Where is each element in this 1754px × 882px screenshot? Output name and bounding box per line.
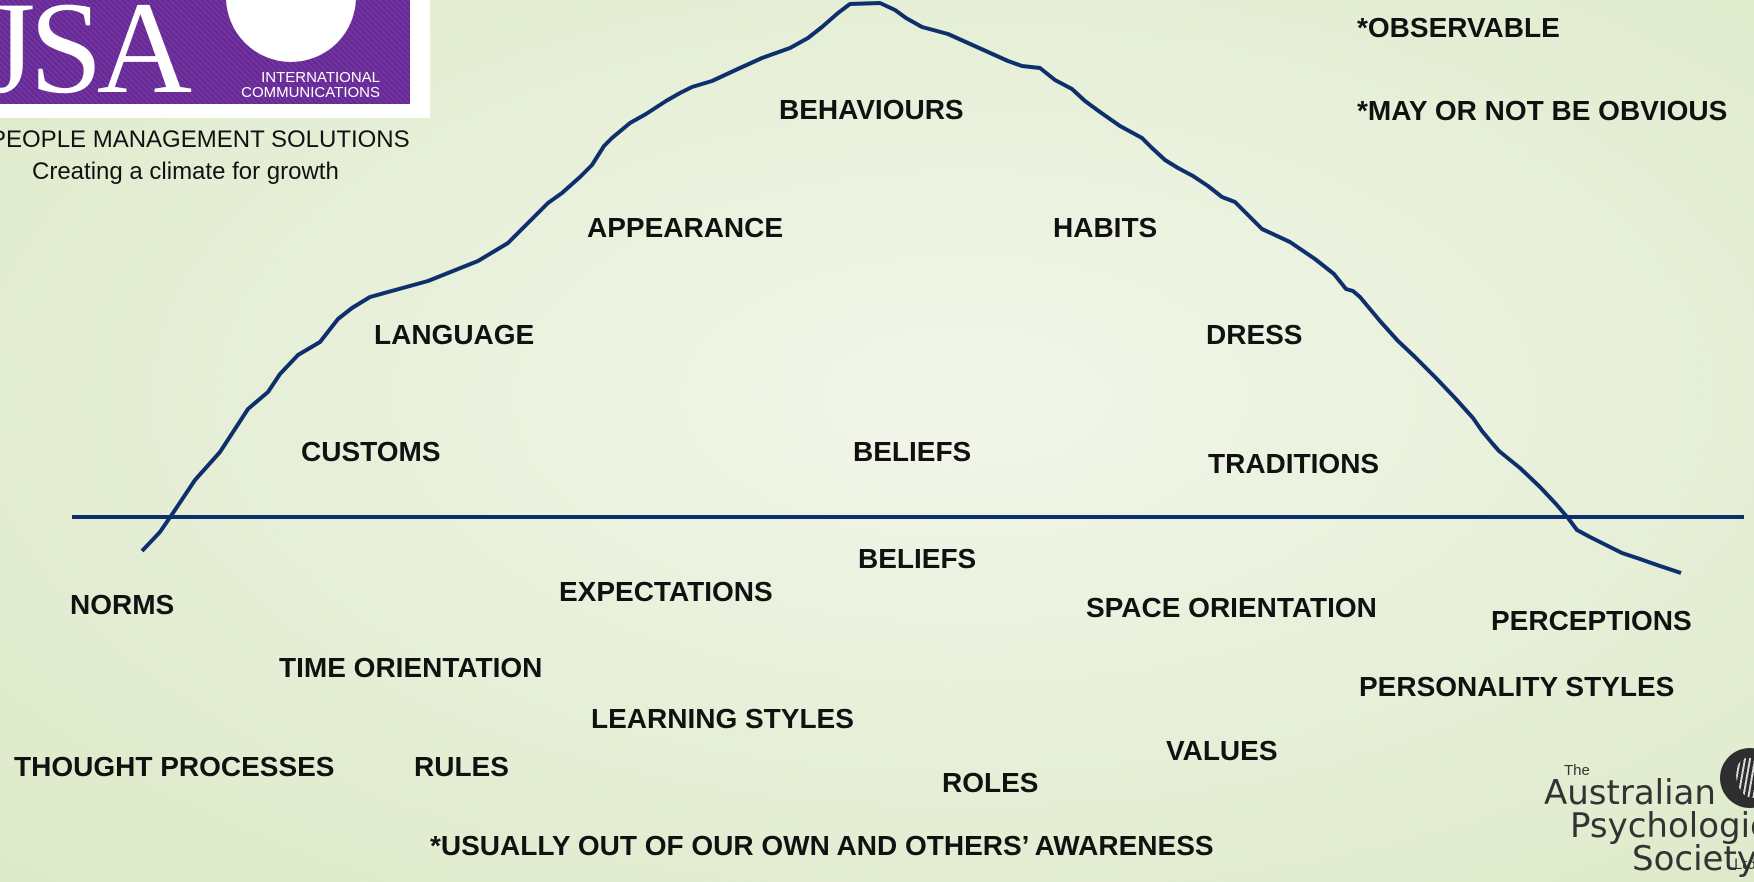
note-observable: *OBSERVABLE [1357, 12, 1560, 43]
label-traditions: TRADITIONS [1208, 448, 1380, 479]
label-dress: DRESS [1206, 319, 1303, 350]
aps-suffix: Ltd [1734, 857, 1754, 873]
aps-word-australian: Australian [1544, 773, 1716, 813]
label-rules: RULES [414, 751, 509, 782]
iceberg-outline [140, 1, 1682, 575]
label-space-orientation: SPACE ORIENTATION [1086, 592, 1377, 623]
aps-the: The [1564, 762, 1590, 779]
logo-band: JSA INTERNATIONAL COMMUNICATIONS [0, 0, 410, 114]
label-perceptions: PERCEPTIONS [1491, 605, 1692, 636]
label-behaviours: BEHAVIOURS [779, 94, 964, 125]
aps-word-society: Society [1632, 839, 1754, 879]
label-beliefs-above: BELIEFS [853, 436, 972, 467]
aps-logo: The Australian Psychological Society Ltd [1540, 748, 1754, 882]
label-language: LANGUAGE [374, 319, 535, 350]
logo-line2: COMMUNICATIONS [241, 84, 380, 101]
label-expectations: EXPECTATIONS [559, 576, 773, 607]
logo-brand-text: JSA [0, 0, 192, 121]
label-norms: NORMS [70, 589, 175, 620]
label-values: VALUES [1166, 735, 1278, 766]
aps-seal-icon [1720, 748, 1754, 808]
note-obvious: *MAY OR NOT BE OBVIOUS [1357, 95, 1728, 126]
aps-word-psychological: Psychological [1570, 806, 1754, 846]
note-awareness: *USUALLY OUT OF OUR OWN AND OTHERS’ AWAR… [430, 830, 1214, 861]
label-appearance: APPEARANCE [587, 212, 784, 243]
label-roles: ROLES [942, 767, 1039, 798]
label-learning-styles: LEARNING STYLES [591, 703, 854, 734]
jsa-logo: JSA INTERNATIONAL COMMUNICATIONS [0, 0, 430, 118]
logo-tagline-1: PEOPLE MANAGEMENT SOLUTIONS [0, 126, 410, 153]
label-customs: CUSTOMS [301, 436, 441, 467]
label-habits: HABITS [1053, 212, 1158, 243]
logo-line1: INTERNATIONAL [261, 69, 380, 86]
logo-tagline-2: Creating a climate for growth [32, 158, 339, 185]
label-beliefs-below: BELIEFS [858, 543, 977, 574]
label-personality-styles: PERSONALITY STYLES [1359, 671, 1675, 702]
label-time-orientation: TIME ORIENTATION [279, 652, 543, 683]
label-thought-processes: THOUGHT PROCESSES [14, 751, 335, 782]
